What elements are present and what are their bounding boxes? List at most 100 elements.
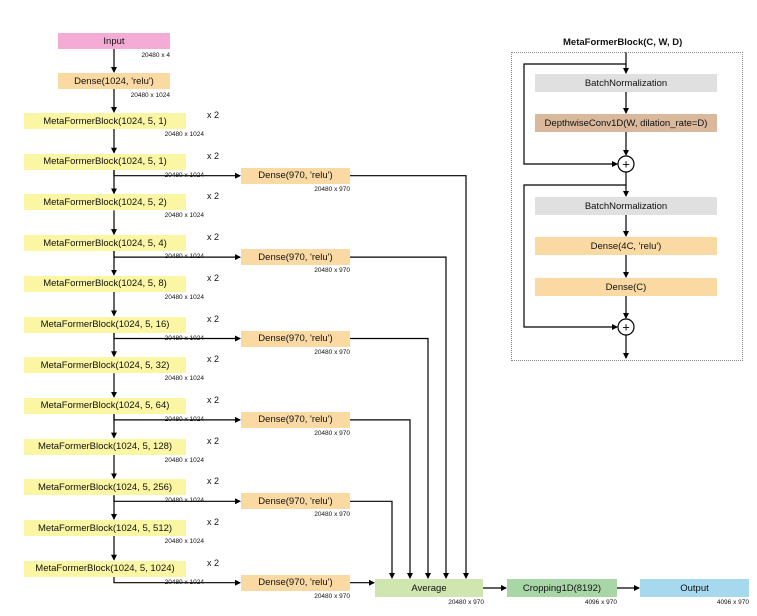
arrow-branch-to-head — [113, 413, 241, 423]
metaformer-block-label: MetaFormerBlock(1024, 5, 2) — [43, 196, 167, 208]
metaformer-block-label: MetaFormerBlock(1024, 5, 512) — [37, 522, 173, 534]
metaformer-block-label: MetaFormerBlock(1024, 5, 1) — [43, 115, 167, 127]
dense-head: Dense(970, 'relu') — [241, 330, 350, 347]
dense-first-dim: 20480 x 1024 — [130, 92, 170, 99]
metaformer-block: MetaFormerBlock(1024, 5, 1) — [24, 153, 186, 170]
arrow-head-to-average — [350, 419, 413, 579]
block-dim: 20480 x 1024 — [164, 131, 204, 138]
arrow-head-to-average — [350, 256, 449, 579]
arrow-head-to-average — [350, 175, 469, 579]
input-dim: 20480 x 4 — [141, 52, 170, 59]
average-dim: 20480 x 970 — [448, 599, 484, 606]
metaformer-block: MetaFormerBlock(1024, 5, 8) — [24, 275, 186, 292]
input-label: Input — [103, 35, 125, 47]
arrow-head-to-average — [350, 500, 395, 579]
block-dim: 20480 x 1024 — [164, 497, 204, 505]
metaformer-block: MetaFormerBlock(1024, 5, 1024) — [24, 560, 186, 577]
repeat-count: x 2 — [207, 476, 220, 487]
block-dim: 20480 x 1024 — [164, 375, 204, 383]
dense-head-label: Dense(970, 'relu') — [258, 251, 333, 263]
detail-dense-c: Dense(C) — [535, 278, 717, 296]
dense-first-label: Dense(1024, 'relu') — [74, 75, 154, 87]
dense-head-dim: 20480 x 970 — [314, 348, 350, 356]
dense-first-node: Dense(1024, 'relu') — [58, 73, 170, 89]
detail-batchnorm-1: BatchNormalization — [535, 74, 717, 92]
output-dim: 4096 x 970 — [716, 599, 749, 606]
arrow-branch-to-head — [113, 332, 241, 342]
block-dim: 20480 x 1024 — [164, 253, 204, 261]
metaformer-block: MetaFormerBlock(1024, 5, 2) — [24, 194, 186, 211]
metaformer-block: MetaFormerBlock(1024, 5, 128) — [24, 438, 186, 455]
detail-dense-4c: Dense(4C, 'relu') — [535, 237, 717, 255]
metaformer-block: MetaFormerBlock(1024, 5, 4) — [24, 235, 186, 252]
repeat-count: x 2 — [207, 517, 220, 527]
dense-head: Dense(970, 'relu') — [241, 493, 350, 510]
metaformer-block: MetaFormerBlock(1024, 5, 32) — [24, 357, 186, 374]
metaformer-block-label: MetaFormerBlock(1024, 5, 16) — [40, 319, 170, 330]
input-node: Input — [58, 33, 170, 49]
detail-frame — [511, 52, 743, 361]
dense-head-label: Dense(970, 'relu') — [258, 170, 333, 182]
block-dim: 20480 x 1024 — [164, 456, 204, 464]
output-node: Output — [640, 579, 749, 597]
block-dim: 20480 x 1024 — [164, 293, 204, 301]
block-dim: 20480 x 1024 — [164, 538, 204, 545]
metaformer-block: MetaFormerBlock(1024, 5, 256) — [24, 479, 186, 496]
dense-head: Dense(970, 'relu') — [241, 167, 350, 184]
repeat-count: x 2 — [207, 313, 220, 324]
cropping-label: Cropping1D(8192) — [522, 582, 602, 594]
block-dim: 20480 x 1024 — [164, 415, 204, 423]
detail-skip-1 — [523, 63, 626, 167]
dense-head-label: Dense(970, 'relu') — [258, 577, 333, 589]
detail-skip-2 — [523, 184, 626, 330]
metaformer-block-label: MetaFormerBlock(1024, 5, 32) — [40, 359, 170, 371]
cropping-node: Cropping1D(8192) — [507, 579, 617, 597]
arrow-branch-to-head — [113, 251, 241, 261]
detail-dense-c-label: Dense(C) — [605, 281, 647, 293]
metaformer-block: MetaFormerBlock(1024, 5, 64) — [24, 397, 186, 414]
dense-head-label: Dense(970, 'relu') — [258, 333, 333, 344]
metaformer-block-label: MetaFormerBlock(1024, 5, 1024) — [35, 563, 175, 575]
metaformer-block-label: MetaFormerBlock(1024, 5, 256) — [37, 481, 173, 493]
metaformer-block-label: MetaFormerBlock(1024, 5, 1) — [43, 156, 167, 168]
dense-head-dim: 20480 x 970 — [314, 511, 350, 519]
detail-title: MetaFormerBlock(C, W, D) — [563, 37, 683, 48]
detail-depthwise-conv-label: DepthwiseConv1D(W, dilation_rate=D) — [544, 117, 708, 129]
arrow-branch-to-head — [113, 495, 241, 505]
add-symbol: + — [622, 320, 630, 335]
dense-head-dim: 20480 x 970 — [314, 185, 350, 193]
dense-head-dim: 20480 x 970 — [314, 267, 350, 275]
repeat-count: x 2 — [207, 557, 220, 568]
add-symbol: + — [622, 157, 630, 172]
repeat-count: x 2 — [207, 272, 220, 283]
metaformer-block: MetaFormerBlock(1024, 5, 16) — [24, 316, 186, 333]
repeat-count: x 2 — [207, 191, 220, 202]
dense-head: Dense(970, 'relu') — [241, 411, 350, 428]
repeat-count: x 2 — [207, 150, 220, 161]
dense-head-dim: 20480 x 970 — [314, 592, 350, 600]
repeat-count: x 2 — [207, 435, 220, 446]
detail-dense-4c-label: Dense(4C, 'relu') — [590, 240, 662, 252]
arrow-head-to-average — [350, 337, 431, 579]
dense-head: Dense(970, 'relu') — [241, 249, 350, 266]
average-node: Average — [375, 579, 483, 597]
dense-head: Dense(970, 'relu') — [241, 574, 350, 591]
block-dim: 20480 x 1024 — [164, 212, 204, 220]
detail-depthwise-conv: DepthwiseConv1D(W, dilation_rate=D) — [535, 114, 717, 132]
metaformer-block-label: MetaFormerBlock(1024, 5, 8) — [43, 278, 167, 290]
dense-head-label: Dense(970, 'relu') — [258, 414, 333, 426]
metaformer-block: MetaFormerBlock(1024, 5, 512) — [24, 520, 186, 536]
detail-batchnorm-2: BatchNormalization — [535, 197, 717, 215]
average-label: Average — [411, 582, 447, 594]
repeat-count: x 2 — [207, 354, 220, 365]
arrow-branch-to-head — [113, 576, 241, 586]
repeat-count: x 2 — [207, 232, 220, 243]
dense-head-label: Dense(970, 'relu') — [258, 495, 333, 507]
arrow-branch-to-head — [113, 169, 241, 179]
block-dim: 20480 x 1024 — [164, 334, 204, 342]
block-dim: 20480 x 1024 — [164, 578, 204, 586]
metaformer-block-label: MetaFormerBlock(1024, 5, 64) — [40, 400, 170, 412]
metaformer-block-label: MetaFormerBlock(1024, 5, 128) — [37, 441, 173, 453]
